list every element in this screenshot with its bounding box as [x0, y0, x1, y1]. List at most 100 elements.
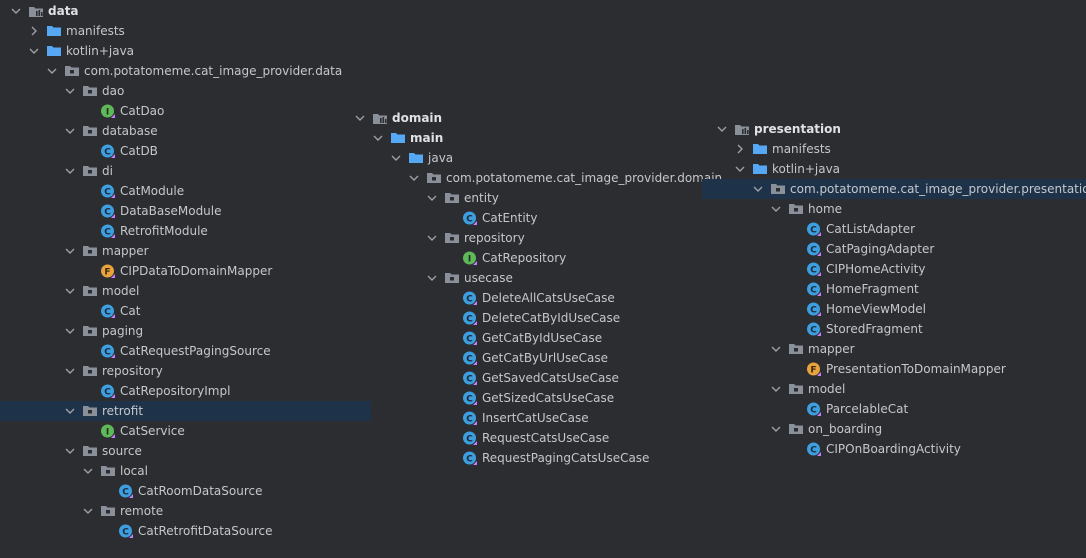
- chevron-spacer: [100, 521, 112, 541]
- tree-row-dao[interactable]: dao: [64, 81, 124, 101]
- tree-row-on-boarding[interactable]: on_boarding: [770, 419, 882, 439]
- chevron-down-icon[interactable]: [64, 441, 76, 461]
- chevron-down-icon[interactable]: [354, 108, 366, 128]
- chevron-down-icon[interactable]: [46, 61, 58, 81]
- tree-row-paging[interactable]: paging: [64, 321, 143, 341]
- tree-row-di[interactable]: di: [64, 161, 113, 181]
- tree-row-main[interactable]: main: [372, 128, 443, 148]
- chevron-down-icon[interactable]: [64, 241, 76, 261]
- chevron-down-icon[interactable]: [64, 121, 76, 141]
- chevron-down-icon[interactable]: [752, 179, 764, 199]
- chevron-down-icon[interactable]: [390, 148, 402, 168]
- chevron-down-icon[interactable]: [64, 281, 76, 301]
- chevron-right-icon[interactable]: [28, 21, 40, 41]
- chevron-down-icon[interactable]: [770, 379, 782, 399]
- tree-row-manifests[interactable]: manifests: [28, 21, 125, 41]
- tree-row-manifests[interactable]: manifests: [734, 139, 831, 159]
- tree-row-retrofit[interactable]: retrofit: [0, 401, 371, 421]
- chevron-down-icon[interactable]: [64, 161, 76, 181]
- tree-row-kotlin-java[interactable]: kotlin+java: [734, 159, 840, 179]
- chevron-down-icon[interactable]: [770, 199, 782, 219]
- chevron-down-icon[interactable]: [372, 128, 384, 148]
- chevron-down-icon[interactable]: [734, 159, 746, 179]
- tree-row-data[interactable]: data: [10, 1, 79, 21]
- chevron-down-icon[interactable]: [770, 339, 782, 359]
- chevron-down-icon[interactable]: [82, 461, 94, 481]
- tree-row-source[interactable]: source: [64, 441, 142, 461]
- chevron-down-icon[interactable]: [426, 268, 438, 288]
- folder-icon: [408, 150, 424, 166]
- tree-row-domain[interactable]: domain: [354, 108, 442, 128]
- chevron-down-icon[interactable]: [770, 419, 782, 439]
- tree-row-com-potatomeme-cat-image-provider-presentation[interactable]: com.potatomeme.cat_image_provider.presen…: [702, 179, 1086, 199]
- tree-row-presentation[interactable]: presentation: [716, 119, 841, 139]
- chevron-down-icon[interactable]: [716, 119, 728, 139]
- tree-row-entity[interactable]: entity: [426, 188, 499, 208]
- tree-row-home[interactable]: home: [770, 199, 842, 219]
- tree-row-model[interactable]: model: [770, 379, 845, 399]
- tree-row-label: kotlin+java: [66, 44, 135, 58]
- chevron-down-icon[interactable]: [28, 41, 40, 61]
- tree-row-usecase[interactable]: usecase: [426, 268, 513, 288]
- tree-row-database[interactable]: database: [64, 121, 158, 141]
- chevron-down-icon[interactable]: [82, 501, 94, 521]
- tree-row-repository[interactable]: repository: [426, 228, 525, 248]
- chevron-down-icon[interactable]: [10, 1, 22, 21]
- chevron-down-icon[interactable]: [64, 401, 76, 421]
- chevron-down-icon[interactable]: [426, 228, 438, 248]
- svg-text:C: C: [104, 228, 111, 238]
- chevron-down-icon[interactable]: [426, 188, 438, 208]
- tree-row-remote[interactable]: remote: [82, 501, 163, 521]
- chevron-right-icon[interactable]: [734, 139, 746, 159]
- tree-row-java[interactable]: java: [390, 148, 453, 168]
- tree-row-mapper[interactable]: mapper: [64, 241, 149, 261]
- chevron-down-icon[interactable]: [64, 361, 76, 381]
- tree-row-kotlin-java[interactable]: kotlin+java: [28, 41, 134, 61]
- tree-row-mapper[interactable]: mapper: [770, 339, 855, 359]
- chevron-down-icon[interactable]: [64, 321, 76, 341]
- tree-row-model[interactable]: model: [64, 281, 139, 301]
- svg-text:C: C: [466, 295, 473, 305]
- chevron-down-icon[interactable]: [64, 81, 76, 101]
- tree-row-com-potatomeme-cat-image-provider-data[interactable]: com.potatomeme.cat_image_provider.data: [46, 61, 342, 81]
- tree-row-local[interactable]: local: [82, 461, 148, 481]
- tree-row-label: on_boarding: [808, 422, 883, 436]
- tree-row-label: RequestPagingCatsUseCase: [482, 451, 650, 465]
- tree-row-repository[interactable]: repository: [64, 361, 163, 381]
- tree-row-com-potatomeme-cat-image-provider-domain[interactable]: com.potatomeme.cat_image_provider.domain: [408, 168, 722, 188]
- chevron-spacer: [444, 208, 456, 228]
- chevron-down-icon[interactable]: [408, 168, 420, 188]
